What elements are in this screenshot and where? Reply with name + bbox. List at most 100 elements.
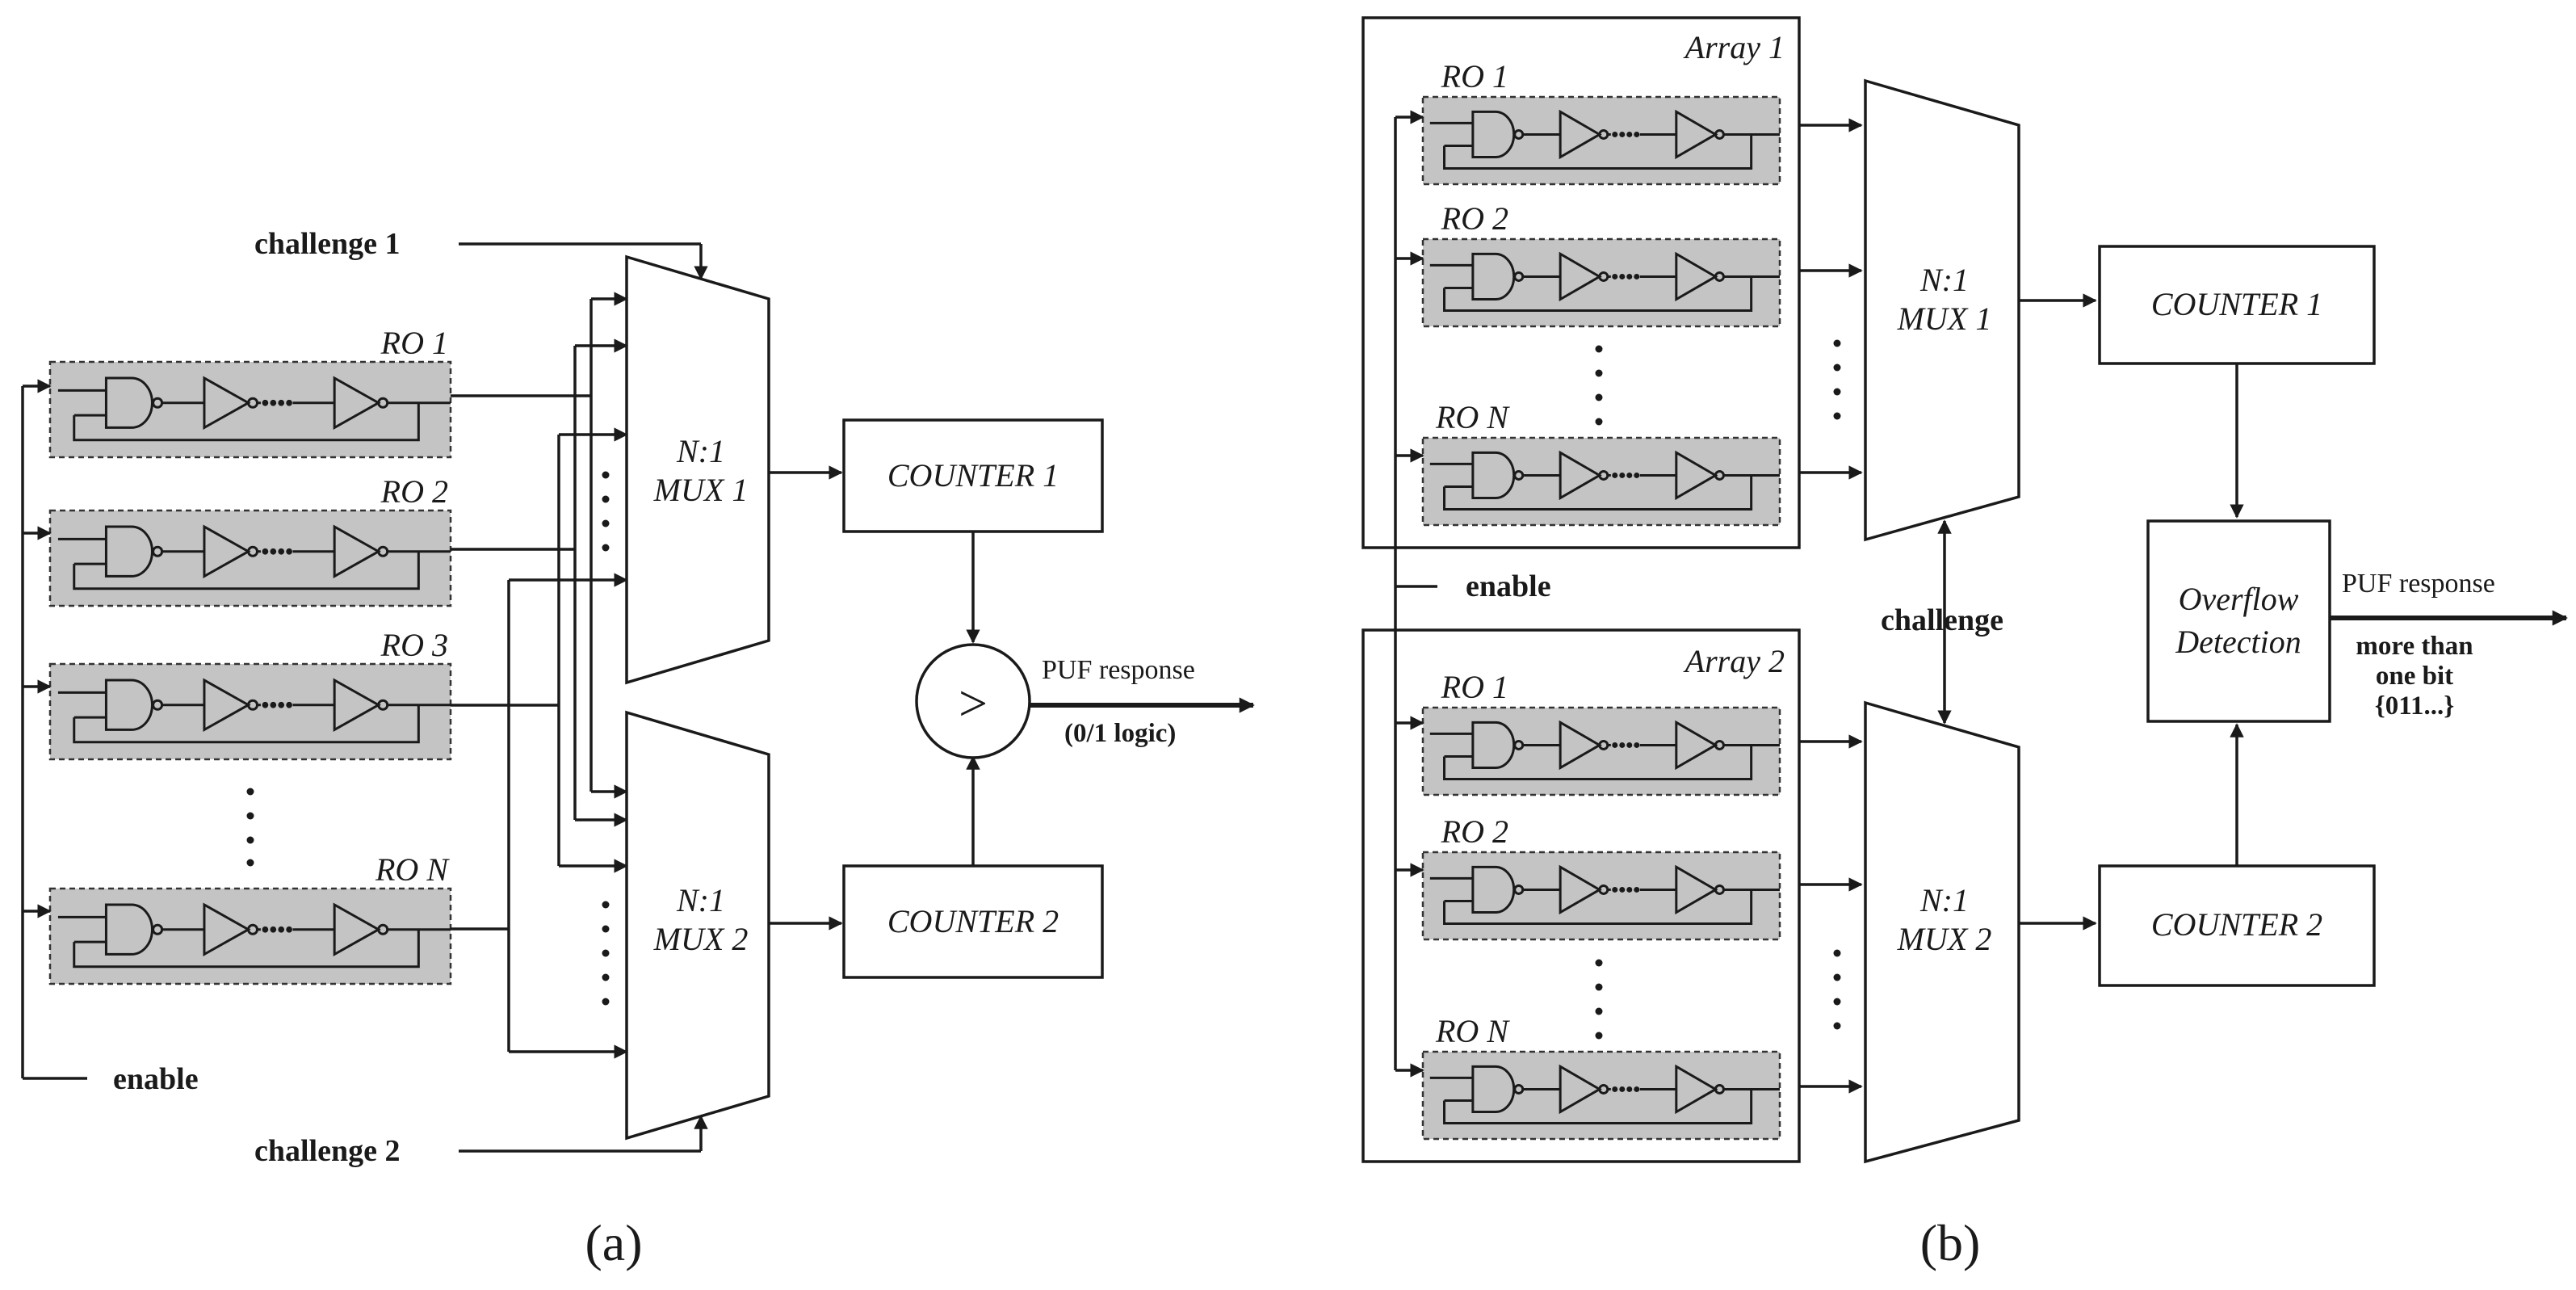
- array-2-frame-b: [1361, 628, 1801, 1163]
- mux-1-a: [625, 254, 770, 685]
- mux-2-b: [1864, 700, 2020, 1164]
- array-2-label-b: Array 2: [1683, 643, 1785, 679]
- nand-gate-icon: [57, 525, 204, 578]
- nand-gate-icon: [57, 679, 204, 731]
- enable-line-b: [1394, 110, 1437, 1078]
- inverter-chain-ellipsis: [1607, 131, 1640, 137]
- inverter-chain-ellipsis: [1607, 1086, 1640, 1092]
- caption-a: (a): [585, 1214, 642, 1271]
- ro-label: RO 2: [1441, 200, 1508, 237]
- mux-input-ellipsis-b: [1833, 339, 1841, 1030]
- ro-label: RO N: [375, 851, 450, 888]
- counter-1-b: [2098, 245, 2376, 365]
- ring-oscillator-a: RO 2: [48, 473, 452, 607]
- mux-2-label-line2-a: MUX 2: [653, 921, 749, 957]
- ro-label: RO 1: [1441, 58, 1508, 95]
- comparator-symbol-a: >: [959, 674, 988, 732]
- ro-box: [1421, 851, 1781, 941]
- enable-line-a: [21, 379, 87, 1080]
- ring-oscillator-array1-b: RO 1: [1421, 58, 1781, 186]
- ring-oscillator-array1-b: RO 2: [1421, 200, 1781, 328]
- nand-gate-icon: [1429, 1065, 1561, 1114]
- ro-label: RO 2: [1441, 813, 1508, 850]
- inverter-chain-ellipsis: [257, 926, 292, 933]
- ro-box: [48, 887, 452, 985]
- inverter-chain-ellipsis: [1607, 742, 1640, 748]
- inverter-chain-ellipsis: [257, 548, 292, 555]
- ro-label: RO 1: [1441, 669, 1508, 705]
- counter-2-b: [2098, 864, 2376, 987]
- ro-box: [1421, 706, 1781, 796]
- ro-box: [1421, 1050, 1781, 1141]
- mux-1-label-line1-b: N:1: [1919, 262, 1969, 298]
- inverter-chain-ellipsis: [257, 399, 292, 406]
- challenge-2-label-a: challenge 2: [254, 1134, 400, 1168]
- counter-1-a: [842, 418, 1104, 533]
- ro-output-buses-a: [451, 292, 628, 1059]
- ring-oscillator-a: RO N: [48, 851, 452, 985]
- caption-b: (b): [1920, 1214, 1981, 1271]
- response-line1-b: more than: [2356, 632, 2473, 661]
- ro-label: RO 3: [380, 627, 448, 663]
- ring-oscillator-array2-b: RO 2: [1421, 813, 1781, 941]
- ro-ellipsis-a: [246, 788, 254, 867]
- ro-box: [48, 662, 452, 761]
- mux-1-label-line1-a: N:1: [676, 433, 725, 469]
- nand-gate-icon: [1429, 721, 1561, 770]
- challenge-label-b: challenge: [1881, 603, 2003, 637]
- nand-gate-icon: [1429, 865, 1561, 914]
- overflow-label-line1-b: Overflow: [2179, 581, 2299, 617]
- counter-1-label-b: COUNTER 1: [2151, 286, 2322, 322]
- counter-2-label-b: COUNTER 2: [2151, 906, 2322, 943]
- mux-2-label-line1-a: N:1: [676, 882, 725, 918]
- inverter-chain-ellipsis: [1607, 273, 1640, 279]
- array-1-label-b: Array 1: [1683, 29, 1785, 65]
- enable-label-b: enable: [1466, 569, 1551, 603]
- counter-1-label-a: COUNTER 1: [887, 457, 1059, 494]
- ring-oscillator-array2-b: RO N: [1421, 1013, 1781, 1141]
- response-line3-b: {011...}: [2375, 691, 2454, 721]
- ro-label: RO N: [1435, 1013, 1510, 1049]
- response-value-a: (0/1 logic): [1064, 719, 1176, 748]
- nand-gate-icon: [57, 903, 204, 956]
- mux-2-label-line1-b: N:1: [1919, 882, 1969, 918]
- ro-ellipsis-b: [1595, 345, 1603, 1040]
- mux-1-b: [1864, 78, 2020, 542]
- ro-box: [1421, 237, 1781, 328]
- inverter-chain-ellipsis: [1607, 886, 1640, 893]
- ro-box: [1421, 436, 1781, 527]
- inverter-chain-ellipsis: [1607, 472, 1640, 478]
- mux-1-label-line2-a: MUX 1: [653, 472, 749, 508]
- mux-2-a: [625, 710, 770, 1141]
- ring-oscillator-a: RO 1: [48, 325, 452, 459]
- array-1-frame-b: [1361, 16, 1801, 549]
- ring-oscillator-array2-b: RO 1: [1421, 669, 1781, 796]
- nand-gate-icon: [1429, 110, 1561, 159]
- response-label-a: PUF response: [1042, 655, 1195, 685]
- ring-oscillator-a: RO 3: [48, 627, 452, 761]
- ro-box: [48, 509, 452, 607]
- ring-oscillator-array1-b: RO N: [1421, 399, 1781, 527]
- ro-box: [48, 360, 452, 459]
- ro-label: RO 2: [380, 473, 448, 510]
- inverter-chain-ellipsis: [257, 701, 292, 708]
- overflow-detection-b: [2146, 519, 2331, 723]
- challenge-lines-a: [459, 242, 708, 1153]
- nand-gate-icon: [1429, 252, 1561, 301]
- mux-1-label-line2-b: MUX 1: [1897, 300, 1992, 337]
- response-label-b: PUF response: [2342, 569, 2495, 599]
- ro-label: RO N: [1435, 399, 1510, 435]
- comparator-a: [915, 643, 1031, 759]
- counter-2-a: [842, 864, 1104, 979]
- nand-gate-icon: [1429, 451, 1561, 500]
- enable-label-a: enable: [113, 1062, 199, 1096]
- mux-input-ellipsis-a: [602, 471, 610, 1006]
- overflow-label-line2-b: Detection: [2175, 624, 2301, 660]
- nand-gate-icon: [57, 376, 204, 429]
- ro-box: [1421, 95, 1781, 186]
- mux-2-label-line2-b: MUX 2: [1897, 921, 1992, 957]
- ro-outputs-b: [1799, 118, 1863, 1094]
- counter-2-label-a: COUNTER 2: [887, 903, 1059, 939]
- response-line2-b: one bit: [2376, 662, 2453, 691]
